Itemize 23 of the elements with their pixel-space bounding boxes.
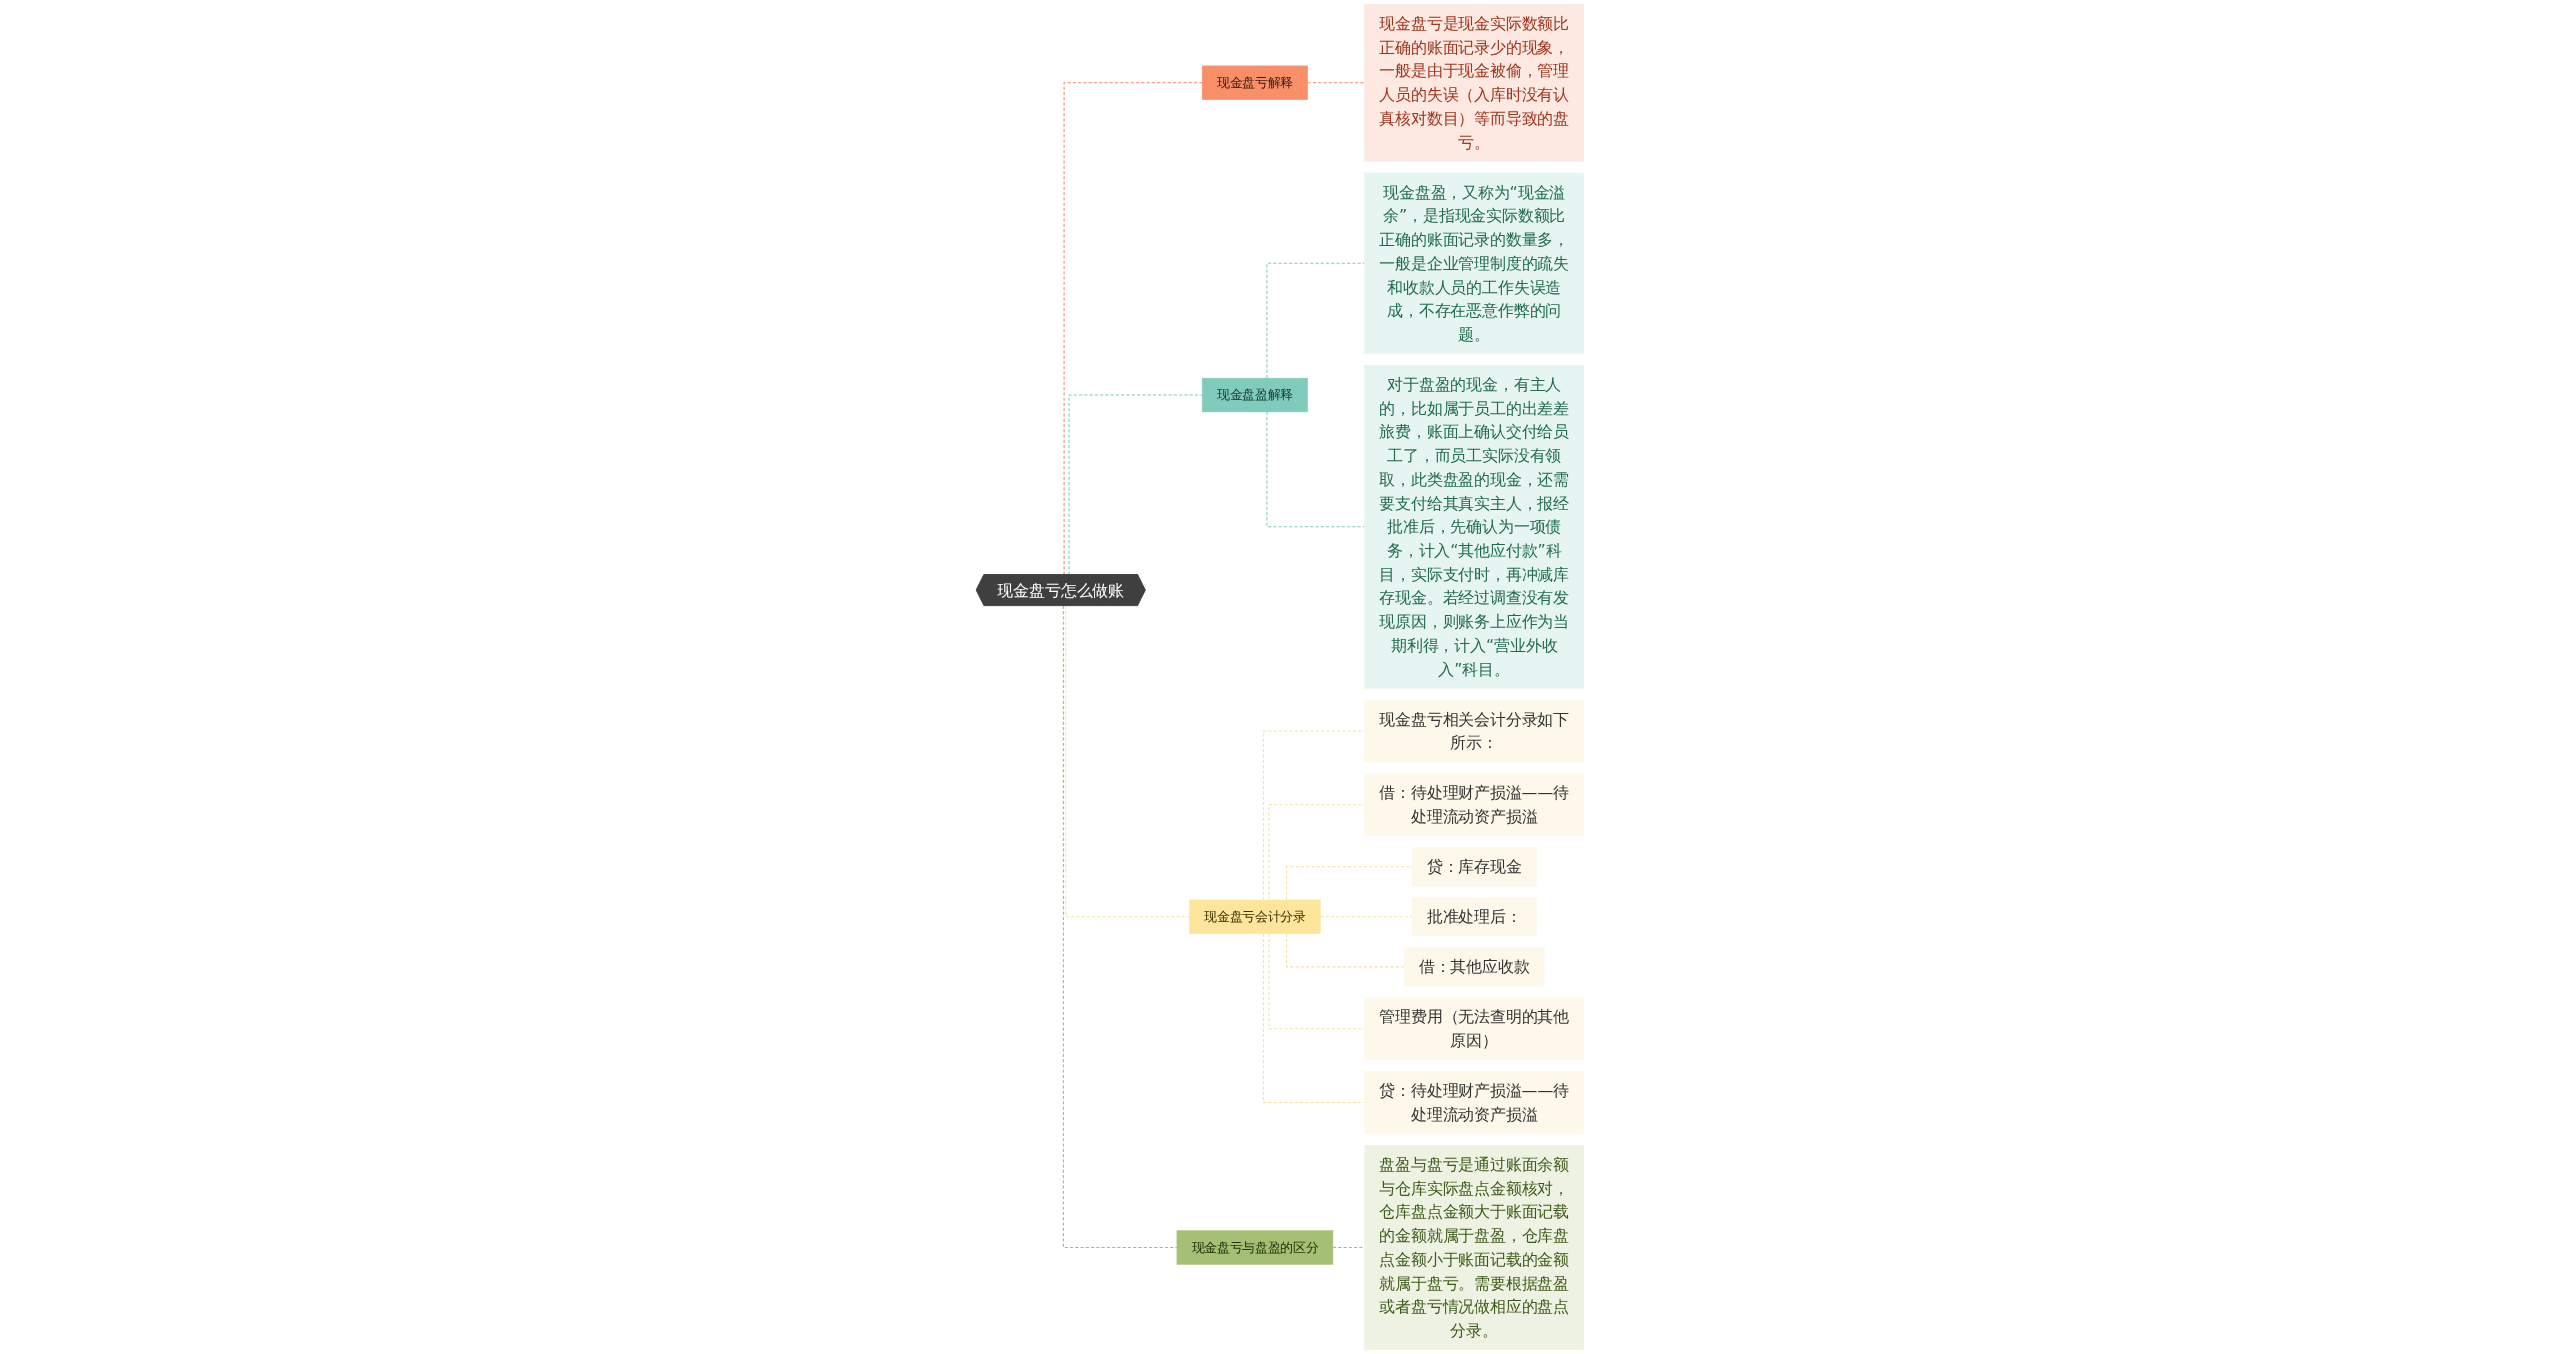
connector: [1266, 411, 1366, 528]
node-box: 现金盘亏会计分录: [1189, 899, 1321, 934]
node-box: 现金盘亏是现金实际数额比正确的账面记录少的现象，一般是由于现金被偷，管理人员的失误（入库时没有认真核对数目）等而导致的盘亏。: [1364, 3, 1585, 162]
node-box: 借：待处理财产损溢——待处理流动资产损溢: [1364, 773, 1585, 837]
connector: [1063, 82, 1203, 576]
node-box: 对于盘盈的现金，有主人的，比如属于员工的出差差旅费，账面上确认交付给员工了，而员工实际没有领取，此类盘盈的现金，还需要支付给其真实主人，报经批准后，先确认为一项债务，计入“其他应付款”科目，实际支付时，再冲减库存现金。若经过调查没有发现原因，则账务上应作为当期利得，计入“营业外收入”科目。: [1364, 365, 1585, 689]
connector: [1319, 916, 1413, 918]
node-box: 现金盘亏解释: [1201, 65, 1308, 100]
node-box: 现金盘亏相关会计分录如下所示：: [1364, 699, 1585, 763]
connector: [1068, 394, 1203, 576]
connector: [1266, 262, 1366, 379]
node-box: 管理费用（无法查明的其他原因）: [1364, 997, 1585, 1061]
connector: [1332, 1247, 1366, 1249]
connector: [1065, 605, 1191, 918]
connector: [1307, 82, 1366, 84]
node-box: 现金盘亏与盘盈的区分: [1176, 1230, 1334, 1265]
node-box: 现金盘盈解释: [1201, 377, 1308, 413]
node-box: 批准处理后：: [1411, 897, 1537, 937]
node-box: 贷：待处理财产损溢——待处理流动资产损溢: [1364, 1071, 1585, 1134]
node-box: 盘盈与盘亏是通过账面余额与仓库实际盘点金额核对，仓库盘点金额大于账面记载的金额就属于盘盈，仓库盘点金额小于账面记载的金额就属于盘亏。需要根据盘盈或者盘亏情况做相应的盘点分录。: [1364, 1145, 1585, 1351]
node-box: 借：其他应收款: [1403, 947, 1545, 987]
node-box: 贷：库存现金: [1411, 847, 1537, 887]
node-box: 现金盘盈，又称为“现金溢余”，是指现金实际数额比正确的账面记录的数量多，一般是企业管理制度的疏失和收款人员的工作失误造成，不存在恶意作弊的问题。: [1364, 172, 1585, 354]
